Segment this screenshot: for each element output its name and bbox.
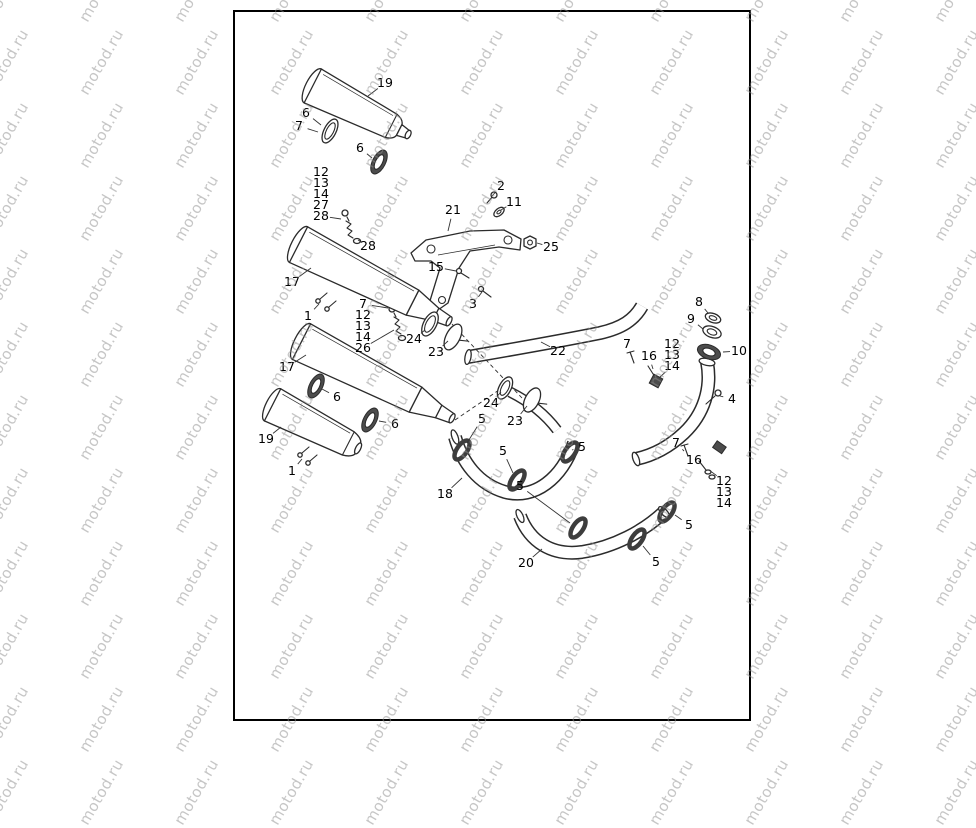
watermark-text: motod.ru [550,756,602,828]
part-number-28: 28 [360,240,376,253]
watermark-text: motod.ru [835,756,887,828]
part-number-8: 8 [695,296,703,309]
part-number-6: 6 [302,107,310,120]
part-number-18: 18 [437,488,453,501]
watermark-text: motod.ru [740,756,792,828]
part-number-6: 6 [333,391,341,404]
part-number-5: 5 [578,441,586,454]
part-number-19: 19 [377,77,393,90]
watermark-text: motod.ru [930,756,976,828]
part-number-16: 16 [686,454,702,467]
part-number-24: 24 [483,397,499,410]
part-number-6: 6 [391,418,399,431]
part-number-23: 23 [507,415,523,428]
watermark-text: motod.ru [265,756,317,828]
part-number-17: 17 [284,276,300,289]
watermark-text: motod.ru [170,756,222,828]
part-number-7: 7 [295,120,303,133]
watermark-text: motod.ru [645,756,697,828]
watermark-text: motod.ru [0,756,32,828]
part-number-23: 23 [428,346,444,359]
watermark-text: motod.ru [360,756,412,828]
part-number-20: 20 [518,557,534,570]
part-number-5: 5 [652,556,660,569]
part-number-15: 15 [428,261,444,274]
part-number-24: 24 [406,333,422,346]
watermark-text: motod.ru [455,756,507,828]
part-number-5: 5 [478,413,486,426]
part-number-17: 17 [279,361,295,374]
part-number-26: 26 [355,342,371,355]
part-number-1: 1 [288,465,296,478]
part-number-5: 5 [685,519,693,532]
part-number-1: 1 [304,310,312,323]
part-number-16: 16 [641,350,657,363]
part-number-2: 2 [497,180,505,193]
part-number-5: 5 [516,480,524,493]
part-number-21: 21 [445,204,461,217]
part-number-11: 11 [506,196,522,209]
part-number-7: 7 [672,437,680,450]
part-number-25: 25 [543,241,559,254]
part-number-6: 6 [356,142,364,155]
part-number-14: 14 [716,497,732,510]
part-number-7: 7 [623,338,631,351]
part-number-9: 9 [687,313,695,326]
part-number-4: 4 [728,393,736,406]
part-number-22: 22 [550,345,566,358]
watermark-text: motod.ru [75,756,127,828]
part-number-19: 19 [258,433,274,446]
part-number-5: 5 [499,445,507,458]
part-number-3: 3 [469,298,477,311]
part-number-14: 14 [664,360,680,373]
part-number-28: 28 [313,210,329,223]
part-number-10: 10 [731,345,747,358]
